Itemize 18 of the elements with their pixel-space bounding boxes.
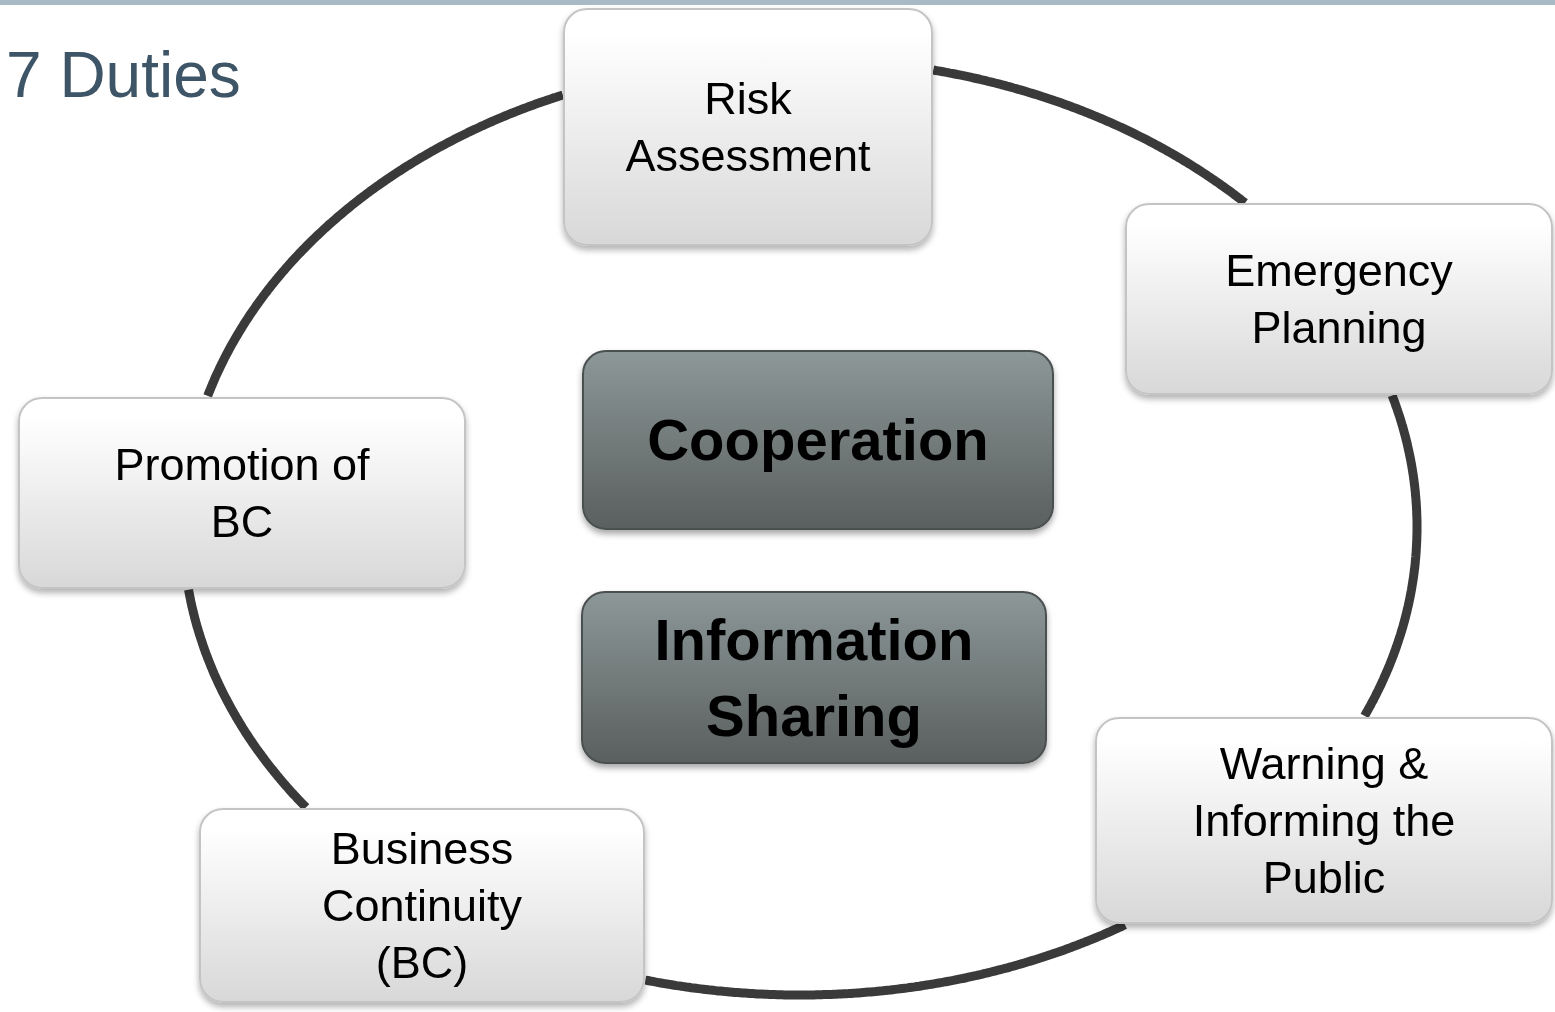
duty-label: Risk Assessment xyxy=(624,71,872,183)
duty-box xyxy=(1095,717,1553,924)
duty-box xyxy=(199,808,645,1003)
duty-label: Business Continuity (BC) xyxy=(320,821,524,991)
duty-label: Cooperation xyxy=(647,406,989,475)
duty-label: Promotion of BC xyxy=(113,437,371,549)
duty-box xyxy=(563,8,933,246)
ring-arc xyxy=(1360,392,1422,719)
core-duty-box xyxy=(582,350,1054,530)
duty-label: Emergency Planning xyxy=(1224,243,1454,355)
duty-label: Information Sharing xyxy=(653,606,975,750)
duty-box xyxy=(18,397,466,589)
duty-box xyxy=(1125,203,1553,395)
title: 7 Duties xyxy=(6,40,241,111)
ring-arc xyxy=(184,587,310,811)
ring-arc xyxy=(203,90,565,399)
core-duty-box xyxy=(581,591,1047,764)
duty-label: Warning & Informing the Public xyxy=(1191,736,1457,906)
